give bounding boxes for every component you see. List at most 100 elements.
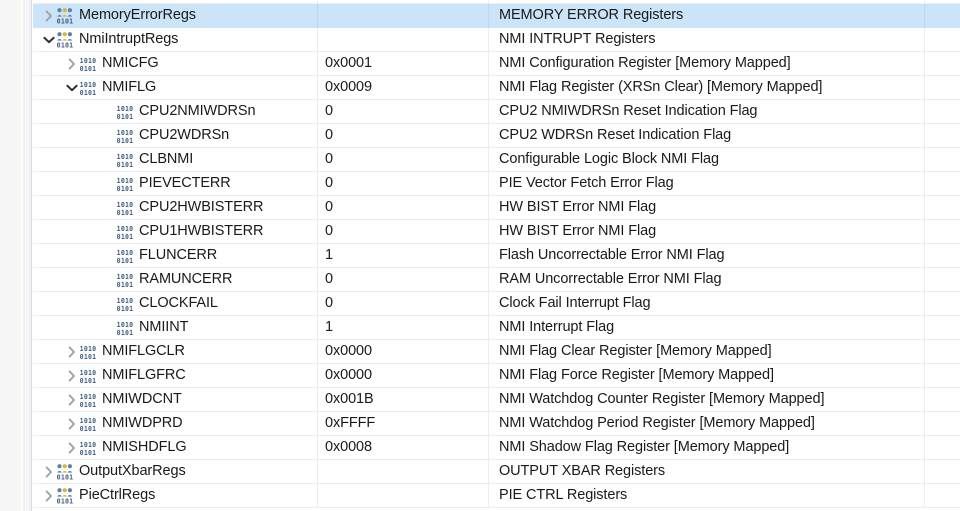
svg-text:1010: 1010 (117, 105, 134, 113)
row-description-label: PIE Vector Fetch Error Flag (499, 175, 674, 191)
cell-value[interactable]: 0x001B (318, 388, 489, 411)
cell-value[interactable] (318, 4, 489, 27)
cell-value[interactable]: 0 (318, 268, 489, 291)
cell-value[interactable]: 0 (318, 100, 489, 123)
row-value-label: 0 (325, 103, 333, 119)
row-description-label: NMI Interrupt Flag (499, 319, 615, 335)
cell-value[interactable]: 0x0008 (318, 436, 489, 459)
chevron-right-icon[interactable] (64, 412, 79, 435)
chevron-right-icon[interactable] (64, 52, 79, 75)
svg-text:1010: 1010 (117, 297, 134, 305)
cell-trailing (925, 244, 960, 267)
cell-value[interactable]: 0 (318, 124, 489, 147)
chevron-down-icon[interactable] (41, 28, 56, 51)
cell-description: NMI Flag Force Register [Memory Mapped] (489, 364, 925, 387)
cell-value[interactable]: 0 (318, 196, 489, 219)
chevron-right-icon[interactable] (41, 484, 56, 507)
row-description-label: PIE CTRL Registers (499, 487, 628, 503)
cell-value[interactable]: 0 (318, 172, 489, 195)
row-name-label: CPU1HWBISTERR (139, 223, 264, 239)
cell-value[interactable]: 0 (318, 292, 489, 315)
cell-description: NMI Shadow Flag Register [Memory Mapped] (489, 436, 925, 459)
cell-value[interactable]: 0 (318, 148, 489, 171)
cell-value[interactable]: 1 (318, 316, 489, 339)
chevron-right-icon[interactable] (41, 460, 56, 483)
cell-value[interactable]: 0x0000 (318, 364, 489, 387)
row-value-label: 0x001B (325, 391, 374, 407)
chevron-down-icon[interactable] (64, 76, 79, 99)
row-description-label: NMI Watchdog Period Register [Memory Map… (499, 415, 815, 431)
cell-description: NMI Watchdog Counter Register [Memory Ma… (489, 388, 925, 411)
row-value-label: 0 (325, 151, 333, 167)
svg-text:0101: 0101 (117, 209, 134, 217)
row-name-label: NMIFLGFRC (102, 367, 186, 383)
chevron-right-icon[interactable] (64, 436, 79, 459)
chevron-right-icon[interactable] (64, 364, 79, 387)
row-value-label: 0x0000 (325, 343, 372, 359)
row-name-label: PIEVECTERR (139, 175, 231, 191)
cell-value[interactable] (318, 460, 489, 483)
row-description-label: HW BIST Error NMI Flag (499, 223, 657, 239)
cell-trailing (925, 4, 960, 27)
cell-value[interactable]: 0x0000 (318, 340, 489, 363)
cell-description: NMI INTRUPT Registers (489, 28, 925, 51)
editor-gutter (0, 0, 32, 511)
cell-value[interactable]: 1 (318, 244, 489, 267)
cell-value[interactable] (318, 0, 489, 3)
cell-value[interactable] (318, 484, 489, 507)
row-name-label: CPU2HWBISTERR (139, 199, 264, 215)
cell-value[interactable]: 0x0009 (318, 76, 489, 99)
cell-value[interactable]: 0xFFFF (318, 412, 489, 435)
svg-text:1010: 1010 (80, 369, 97, 377)
row-name-label: NMIFLG (102, 79, 157, 95)
cell-trailing (925, 268, 960, 291)
row-value-label: 0xFFFF (325, 415, 376, 431)
cell-value[interactable] (318, 28, 489, 51)
cell-description: NMI Configuration Register [Memory Mappe… (489, 52, 925, 75)
chevron-right-icon[interactable] (41, 4, 56, 27)
cell-trailing (925, 100, 960, 123)
cell-description: CPU2 NMIWDRSn Reset Indication Flag (489, 100, 925, 123)
row-description-label: NMI Flag Force Register [Memory Mapped] (499, 367, 774, 383)
svg-text:1010: 1010 (117, 177, 134, 185)
row-description-label: NMI Shadow Flag Register [Memory Mapped] (499, 439, 790, 455)
cell-value[interactable]: 0x0001 (318, 52, 489, 75)
cell-value[interactable]: 0 (318, 220, 489, 243)
chevron-right-icon[interactable] (64, 340, 79, 363)
tree-row[interactable] (33, 0, 960, 4)
svg-text:1010: 1010 (117, 249, 134, 257)
svg-text:1010: 1010 (117, 273, 134, 281)
chevron-right-icon[interactable] (64, 388, 79, 411)
